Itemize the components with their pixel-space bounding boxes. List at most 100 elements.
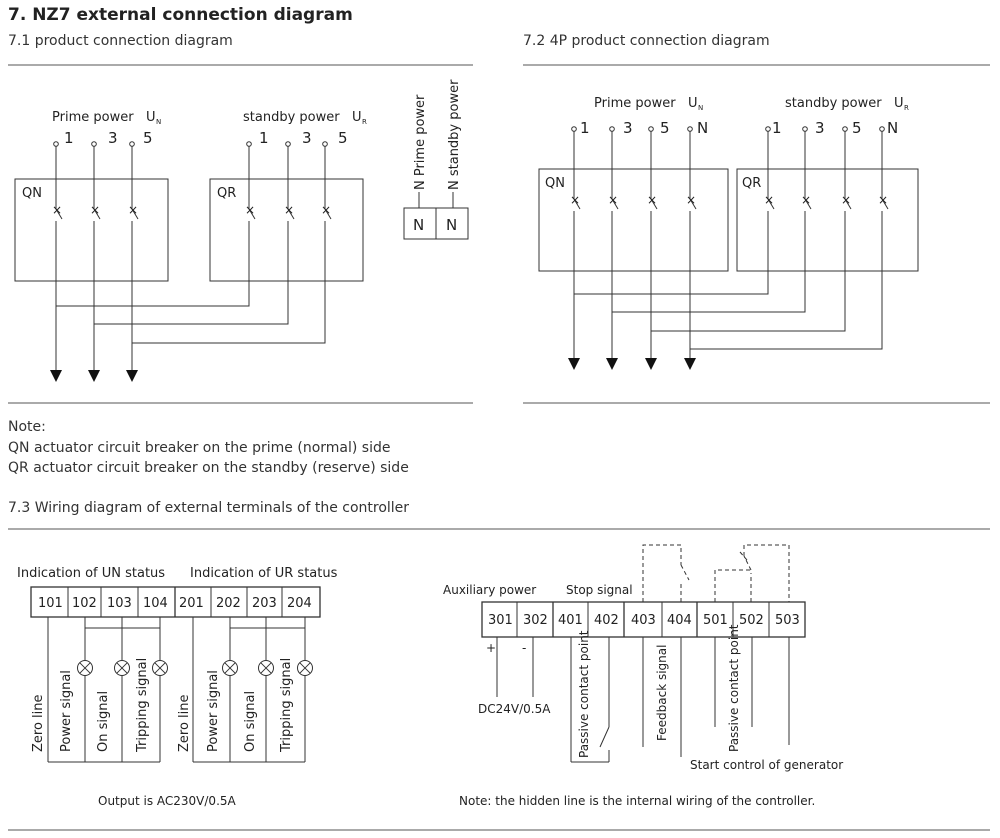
signal-label: Tripping signal — [135, 658, 150, 753]
terminal-402: 402 — [594, 613, 619, 628]
qr-breaker-box-4p — [736, 168, 919, 272]
terminal-label: 1 — [772, 119, 782, 137]
svg-text:×: × — [284, 203, 294, 217]
n-prime-power-label: N Prime power — [413, 94, 428, 190]
svg-text:×: × — [841, 193, 851, 207]
terminal-label: 1 — [259, 129, 269, 147]
lamp-icon — [297, 660, 313, 676]
controller-terminals-left: Indication of UN status Indication of UR… — [17, 566, 338, 808]
terminal-501: 501 — [703, 613, 728, 628]
terminal-502: 502 — [739, 613, 764, 628]
qn-label: QN — [22, 186, 42, 201]
terminal-label: N — [697, 119, 708, 137]
qn-breaker-box-4p — [538, 168, 729, 272]
note-line-qn: QN actuator circuit breaker on the prime… — [8, 440, 390, 456]
svg-text:×: × — [878, 193, 888, 207]
diagram-7-1: Prime power U N standby power U R 1 3 5 … — [14, 79, 469, 382]
signal-label: Tripping signal — [279, 658, 294, 753]
terminal-204: 204 — [287, 596, 312, 611]
terminal-label: 3 — [108, 129, 118, 147]
section-7-1-heading: 7.1 product connection diagram — [8, 33, 233, 49]
terminal-label: 1 — [580, 119, 590, 137]
standby-power-symbol: U — [352, 110, 362, 125]
dc-supply-rating: DC24V/0.5A — [478, 702, 551, 716]
signal-label: Power signal — [59, 670, 74, 752]
qr-label-4p: QR — [742, 176, 761, 191]
passive-contact-label-2: Passive contact point — [727, 624, 741, 752]
signal-label: On signal — [243, 691, 258, 752]
lamp-icon — [258, 660, 274, 676]
terminal-401: 401 — [558, 613, 583, 628]
lamp-icon — [152, 660, 168, 676]
terminal-302: 302 — [523, 613, 548, 628]
standby-power-label-4p: standby power — [785, 96, 882, 111]
note-line-qr: QR actuator circuit breaker on the stand… — [8, 460, 409, 476]
terminal-101: 101 — [38, 596, 63, 611]
neutral-n-prime: N — [413, 216, 424, 234]
terminal-103: 103 — [107, 596, 132, 611]
standby-power-subscript: R — [362, 118, 367, 126]
lamp-icon — [222, 660, 238, 676]
terminal-403: 403 — [631, 613, 656, 628]
svg-text:×: × — [686, 193, 696, 207]
terminal-label: 1 — [64, 129, 74, 147]
hidden-line-note: Note: the hidden line is the internal wi… — [459, 794, 815, 808]
terminal-102: 102 — [72, 596, 97, 611]
page-title: 7. NZ7 external connection diagram — [8, 5, 353, 25]
svg-text:×: × — [90, 203, 100, 217]
minus-sign: - — [522, 641, 526, 655]
n-standby-power-label: N standby power — [447, 79, 462, 190]
neutral-n-standby: N — [446, 216, 457, 234]
terminal-label: 3 — [302, 129, 312, 147]
signal-label: Zero line — [31, 694, 46, 752]
svg-text:×: × — [801, 193, 811, 207]
signal-label: Zero line — [177, 694, 192, 752]
terminal-202: 202 — [216, 596, 241, 611]
terminal-301: 301 — [488, 613, 513, 628]
section-7-3-heading: 7.3 Wiring diagram of external terminals… — [8, 500, 409, 516]
terminal-104: 104 — [143, 596, 168, 611]
standby-power-label: standby power — [243, 110, 340, 125]
prime-power-label-4p: Prime power — [594, 96, 676, 111]
qr-label: QR — [217, 186, 236, 201]
terminal-label: 5 — [338, 129, 348, 147]
lamp-icon — [77, 660, 93, 676]
terminal-404: 404 — [667, 613, 692, 628]
qn-label-4p: QN — [545, 176, 565, 191]
diagram-7-2: Prime power U N standby power U R 1 3 5 … — [538, 96, 919, 370]
feedback-signal-label: Feedback signal — [655, 645, 669, 741]
terminal-label: 5 — [852, 119, 862, 137]
prime-power-subscript: N — [156, 118, 161, 126]
qn-breaker-box — [14, 178, 169, 282]
auxiliary-power-label: Auxiliary power — [443, 583, 536, 597]
plus-sign: + — [486, 641, 496, 655]
svg-text:×: × — [570, 193, 580, 207]
stop-signal-label: Stop signal — [566, 583, 633, 597]
svg-text:×: × — [321, 203, 331, 217]
output-rating: Output is AC230V/0.5A — [98, 794, 237, 808]
terminal-label: 5 — [143, 129, 153, 147]
prime-power-label: Prime power — [52, 110, 134, 125]
signal-label: Power signal — [206, 670, 221, 752]
section-7-2-heading: 7.2 4P product connection diagram — [523, 33, 770, 49]
note-label: Note: — [8, 419, 46, 435]
qr-breaker-box — [209, 178, 364, 282]
svg-text:×: × — [608, 193, 618, 207]
terminal-label: N — [887, 119, 898, 137]
controller-terminals-right: Auxiliary power Stop signal 301 302 401 … — [443, 544, 843, 808]
signal-label: On signal — [96, 691, 111, 752]
prime-power-symbol-4p: U — [688, 96, 698, 111]
ur-status-label: Indication of UR status — [190, 566, 338, 581]
terminal-201: 201 — [179, 596, 204, 611]
lamp-icon — [114, 660, 130, 676]
standby-power-symbol-4p: U — [894, 96, 904, 111]
svg-text:×: × — [245, 203, 255, 217]
terminal-label: 3 — [623, 119, 633, 137]
passive-contact-label: Passive contact point — [577, 630, 591, 758]
terminal-203: 203 — [252, 596, 277, 611]
un-status-label: Indication of UN status — [17, 566, 165, 581]
prime-power-symbol: U — [146, 110, 156, 125]
svg-text:×: × — [52, 203, 62, 217]
standby-power-subscript-4p: R — [904, 104, 909, 112]
